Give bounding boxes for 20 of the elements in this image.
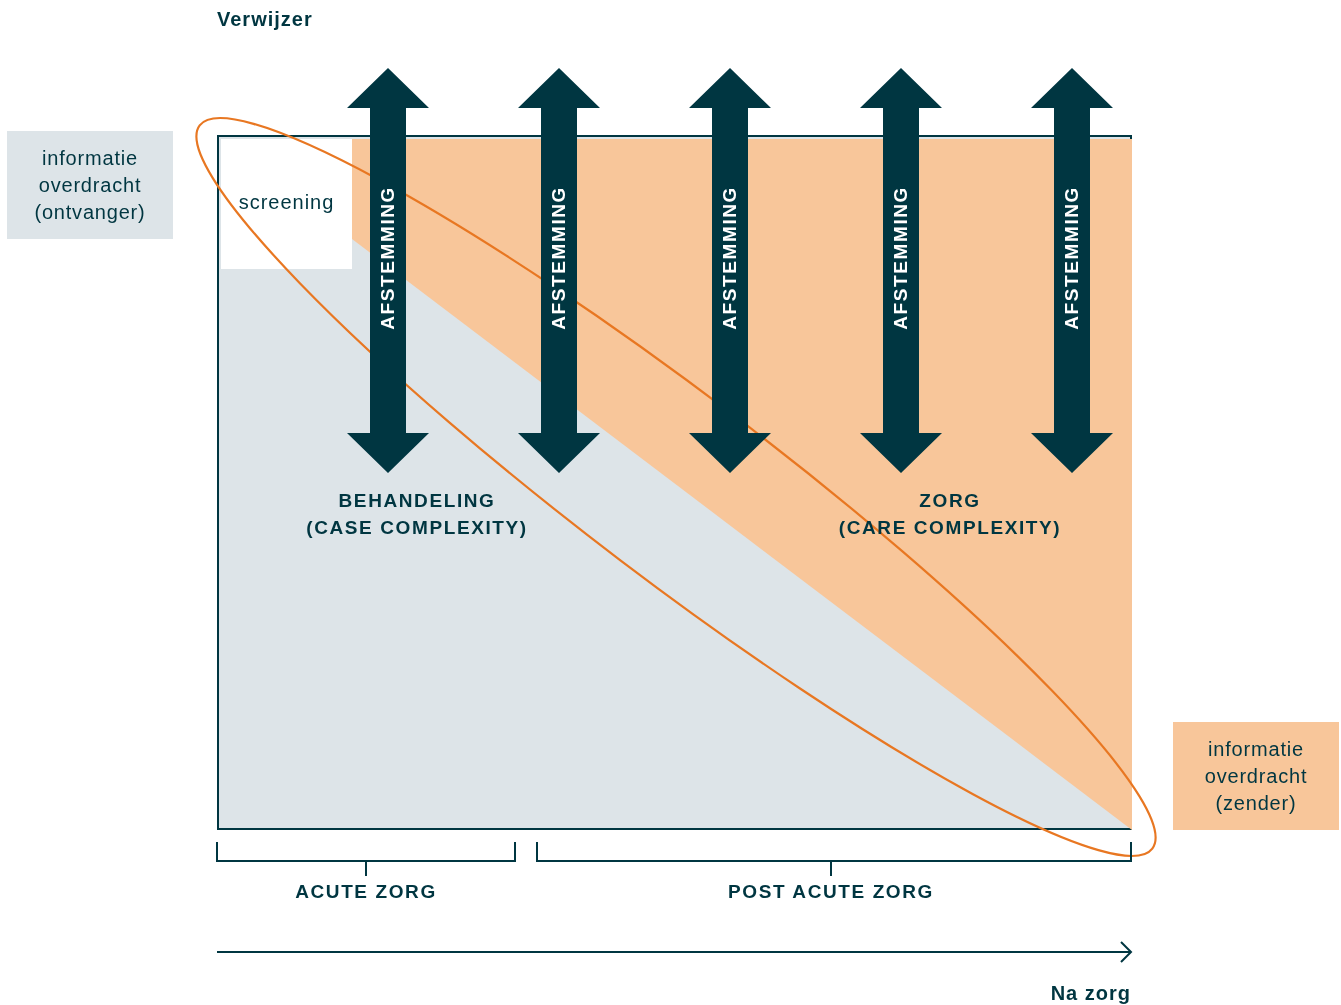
double-arrow xyxy=(689,68,771,473)
double-arrow xyxy=(860,68,942,473)
info-box: informatie overdracht (ontvanger) xyxy=(7,131,173,239)
screening-box xyxy=(221,139,352,269)
double-arrow xyxy=(1031,68,1113,473)
axis-label: Verwijzer xyxy=(217,8,313,31)
box-label: screening xyxy=(238,191,335,214)
axis-label: Na zorg xyxy=(1050,982,1131,1005)
double-arrow xyxy=(518,68,600,473)
arrow-label: AFSTEMMING xyxy=(1061,186,1083,330)
arrow-label: AFSTEMMING xyxy=(719,186,741,330)
double-arrow xyxy=(347,68,429,473)
region-label: ZORG (CARE COMPLEXITY) xyxy=(838,489,1062,540)
arrow-label: AFSTEMMING xyxy=(548,186,570,330)
arrow-label: AFSTEMMING xyxy=(377,186,399,330)
info-box: informatie overdracht (zender) xyxy=(1173,722,1339,830)
region-label: BEHANDELING (CASE COMPLEXITY) xyxy=(306,487,528,541)
axis-label: ACUTE ZORG xyxy=(295,881,437,903)
axis-label: POST ACUTE ZORG xyxy=(728,881,934,903)
arrow-label: AFSTEMMING xyxy=(890,186,912,330)
